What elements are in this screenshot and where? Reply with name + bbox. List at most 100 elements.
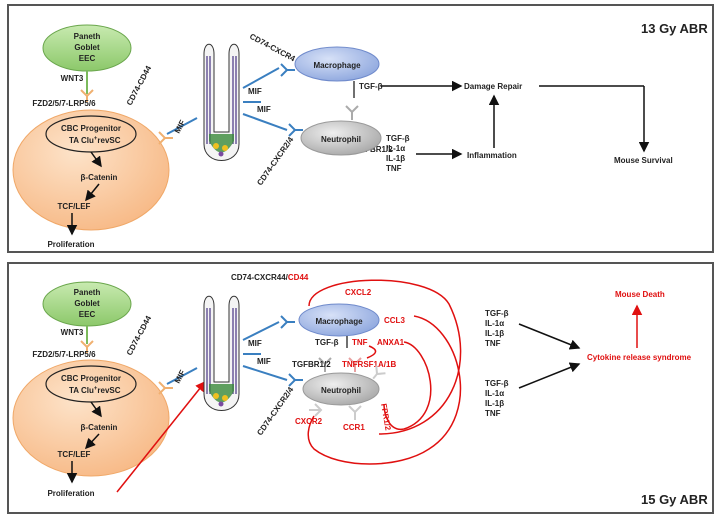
progenitor-cell (12, 359, 170, 477)
ccr1-label: CCR1 (343, 423, 365, 432)
panel-title: 15 Gy ABR (641, 492, 708, 507)
cd74-cxcr24-label: CD74-CXCR2/4 (255, 135, 295, 187)
mif-label-2: MIF (248, 87, 262, 96)
anxa1-label: ANXA1 (377, 338, 405, 347)
cytokine-tgfb: TGF-β (386, 134, 410, 143)
cd44-receptor-icon (158, 131, 173, 145)
mif-ligand-to-neutrophil (242, 113, 288, 131)
mif-ligand-to-macrophage (242, 321, 280, 341)
arrow-to-tcf (84, 433, 100, 450)
cxcl2-loop (308, 279, 462, 435)
cell-type-eec: EEC (79, 54, 96, 63)
cxcr2-receptor-icon (309, 403, 323, 417)
mif-label-1: MIF (173, 118, 187, 134)
mif-ligand-to-neutrophil (242, 365, 288, 381)
fzd-label: FZD2/5/7-LRP5/6 (32, 350, 96, 359)
arrow-to-beta-catenin (90, 401, 102, 418)
arrow-proliferation-to-crypt (116, 380, 206, 493)
cxcr24-receptor-icon (288, 123, 303, 137)
cell-type-eec: EEC (79, 310, 96, 319)
cell-type-goblet: Goblet (74, 43, 100, 52)
macrophage-cell (294, 46, 380, 82)
cytokine-a-il1a: IL-1α (485, 319, 504, 328)
wnt3-label: WNT3 (61, 328, 84, 337)
progenitor-cell (12, 109, 170, 231)
panel-15gy-diagram: 15 Gy ABR Paneth Goblet EEC WNT3 FZD2/5/… (12, 273, 708, 507)
mif-ligand-to-progenitor (166, 117, 198, 135)
mif-label-2: MIF (248, 339, 262, 348)
neutrophil-label: Neutrophil (321, 135, 361, 144)
mif-label-1: MIF (173, 368, 187, 384)
cd74-cd44-label: CD74-CD44 (125, 64, 154, 107)
cytokine-tnf: TNF (386, 164, 402, 173)
cytokine-b-il1a: IL-1α (485, 389, 504, 398)
panel-13gy: 13 Gy ABR Paneth Goblet EEC WNT3 FZD2/5/… (7, 4, 714, 253)
arrow-cytokines-a-to-crs (518, 323, 581, 350)
tnfrsf-label: TNFRSF1A/1B (342, 360, 396, 369)
cell-type-paneth: Paneth (74, 288, 101, 297)
progenitor-label-1: CBC Progenitor (61, 124, 121, 133)
fzd-receptor-icon (80, 340, 94, 353)
beta-catenin-label: β-Catenin (81, 423, 118, 432)
arrow-to-beta-catenin (90, 151, 102, 168)
fzd-receptor-icon (80, 89, 94, 102)
wnt3-label: WNT3 (61, 74, 84, 83)
mif-label-3: MIF (257, 105, 271, 114)
cd74-cxcr44-label: CD74-CXCR44/CD44 (231, 273, 309, 282)
mouse-death-label: Mouse Death (615, 290, 665, 299)
cytokine-il1b: IL-1β (386, 154, 405, 163)
ccr1-receptor-icon (348, 405, 362, 420)
cell-type-paneth: Paneth (74, 32, 101, 41)
cytokine-a-il1b: IL-1β (485, 329, 504, 338)
macrophage-cell (298, 303, 380, 337)
crypt-villus-icon (203, 295, 240, 411)
cxcr4-receptor-icon (280, 63, 295, 77)
anxa1-loop (383, 341, 432, 430)
tgfbr-receptor-icon (318, 357, 332, 372)
mouse-survival-label: Mouse Survival (614, 156, 673, 165)
macrophage-label: Macrophage (315, 317, 363, 326)
progenitor-label-1: CBC Progenitor (61, 374, 121, 383)
cytokine-b-tgfb: TGF-β (485, 379, 509, 388)
progenitor-label-2: TA Clu+revSC (69, 386, 121, 395)
cell-type-goblet: Goblet (74, 299, 100, 308)
ccl3-loop (307, 315, 462, 465)
tnf-loop (366, 345, 377, 359)
mif-ligand-to-macrophage (242, 67, 280, 89)
cd74-cxcr24-label: CD74-CXCR2/4 (255, 385, 295, 437)
tgfbr-receptor-icon (345, 105, 359, 120)
cd74-cd44-label: CD74-CD44 (125, 314, 154, 357)
fpr-receptor-icon (372, 365, 386, 380)
proliferation-label: Proliferation (47, 240, 94, 249)
panel-13gy-diagram: 13 Gy ABR Paneth Goblet EEC WNT3 FZD2/5/… (12, 21, 708, 249)
neutrophil-cell (300, 120, 382, 156)
neutrophil-cell (302, 372, 380, 406)
cxcl2-label: CXCL2 (345, 288, 372, 297)
mif-ligand-to-progenitor (166, 367, 198, 385)
cxcr2-label: CXCR2 (295, 417, 323, 426)
macrophage-tgfb-label: TGF-β (315, 338, 339, 347)
neutrophil-label: Neutrophil (321, 386, 361, 395)
arrow-to-tcf (85, 183, 100, 202)
cytokine-b-tnf: TNF (485, 409, 501, 418)
cytokine-a-tgfb: TGF-β (485, 309, 509, 318)
tcf-label: TCF/LEF (58, 202, 91, 211)
cytokine-a-tnf: TNF (485, 339, 501, 348)
inflammation-label: Inflammation (467, 151, 517, 160)
cd44-receptor-icon (158, 381, 173, 395)
crypt-villus-icon (203, 43, 240, 161)
cxcr24-receptor-icon (288, 373, 303, 387)
panel-title: 13 Gy ABR (641, 21, 708, 36)
macrophage-tgfb-label: TGF-β (359, 82, 383, 91)
cytokine-il1a: IL-1α (386, 144, 405, 153)
damage-repair-label: Damage Repair (464, 82, 522, 91)
mif-label-3: MIF (257, 357, 271, 366)
tcf-label: TCF/LEF (58, 450, 91, 459)
panel-15gy: 15 Gy ABR Paneth Goblet EEC WNT3 FZD2/5/… (7, 262, 714, 514)
ccl3-label: CCL3 (384, 316, 405, 325)
tgfbr-label: TGFBR1/2 (292, 360, 331, 369)
arrow-cytokines-b-to-crs (518, 362, 581, 389)
crs-label: Cytokine release syndrome (587, 353, 692, 362)
tnfrsf-receptor-icon (348, 357, 362, 372)
tgfbr-label: TGFBR1/2 (354, 145, 393, 154)
